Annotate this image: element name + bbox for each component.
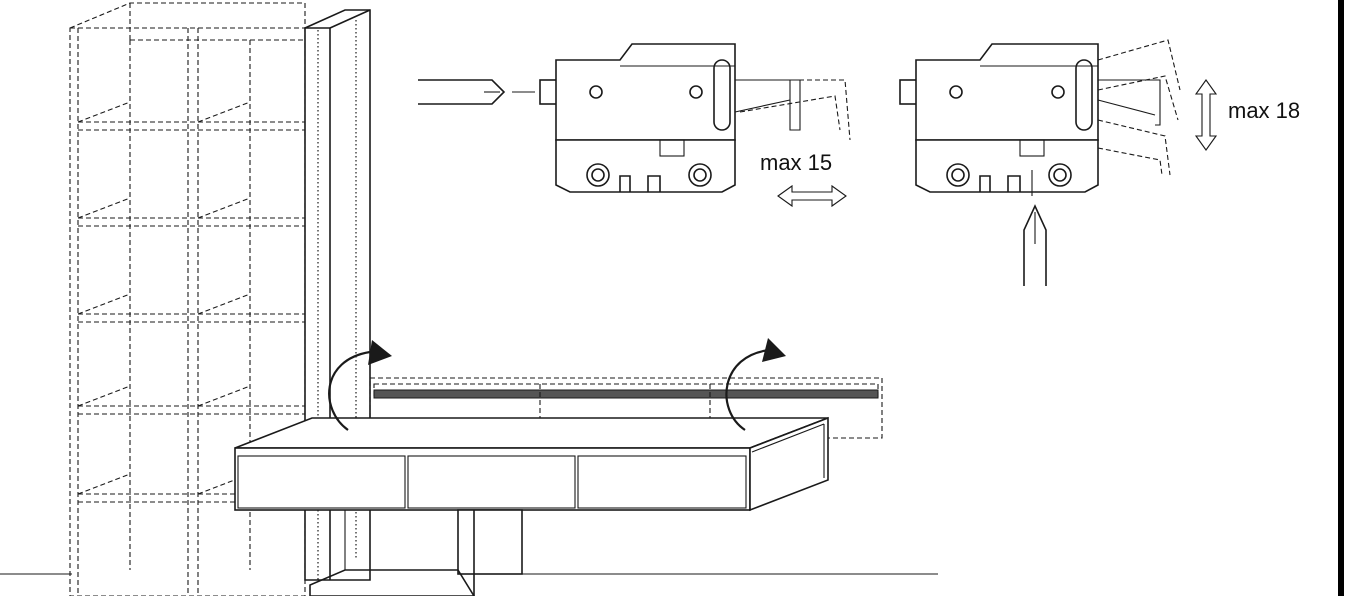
screwdriver-vertical-icon — [1023, 204, 1047, 286]
horizontal-adjust-label: max 15 — [760, 150, 832, 175]
hinge-bracket-right — [899, 39, 1181, 196]
rotate-arrow-icon — [328, 338, 786, 431]
vertical-adjust-label: max 18 — [1228, 98, 1300, 123]
screwdriver-icon — [418, 79, 535, 105]
hinge-bracket-left — [539, 43, 851, 193]
double-arrow-icon — [777, 184, 847, 208]
drawer-unit — [234, 416, 829, 596]
vertical-double-arrow-icon — [1194, 79, 1218, 151]
